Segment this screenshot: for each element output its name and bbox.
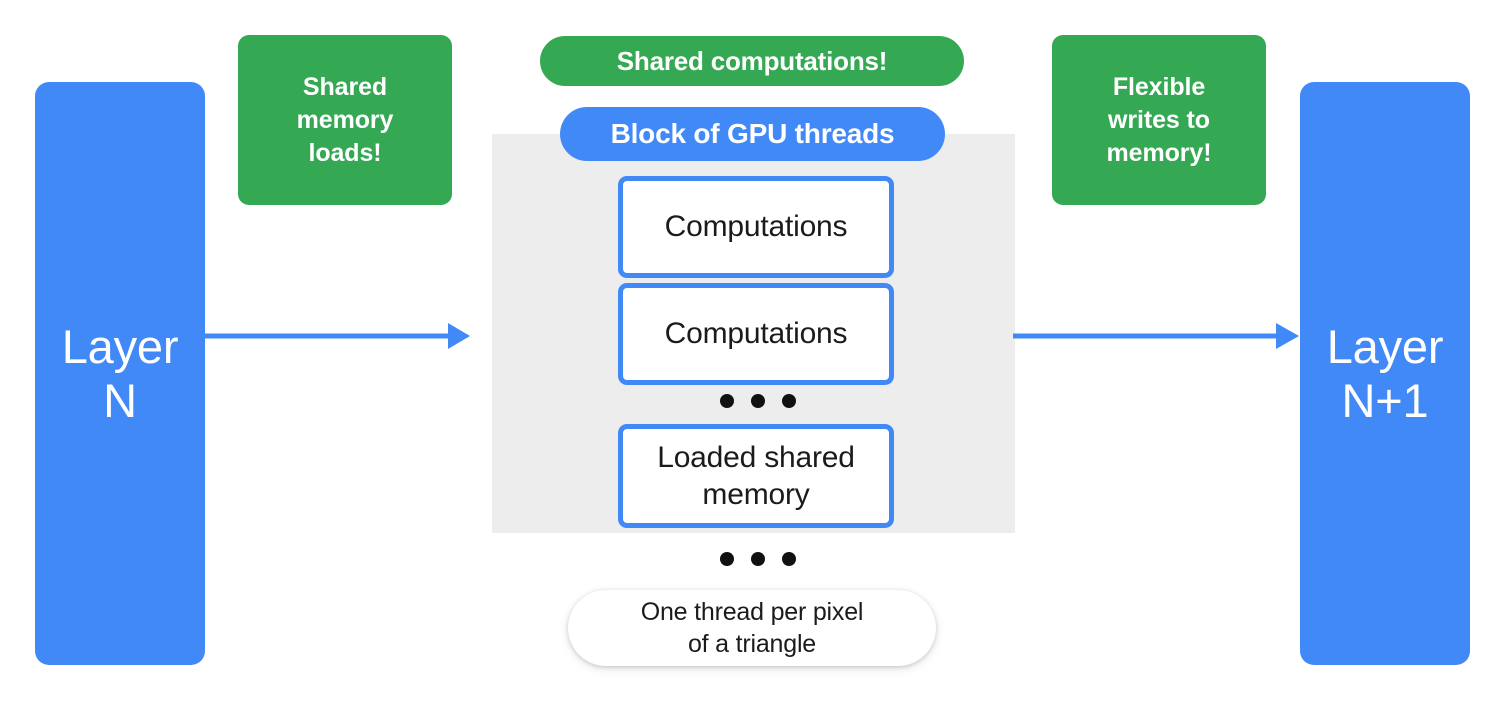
layer-n-block: Layer N: [35, 82, 205, 665]
ellipsis-dot: [720, 394, 734, 408]
thread-box-loaded-shared-memory: Loaded shared memory: [618, 424, 894, 528]
layer-n-plus-1-block: Layer N+1: [1300, 82, 1470, 665]
arrow-layer-n-to-block-icon: [205, 323, 470, 349]
ellipsis-dot: [720, 552, 734, 566]
thread-box-computations-1: Computations: [618, 176, 894, 278]
ellipsis-outer-icon: [720, 552, 796, 566]
callout-shared-memory-loads: Shared memory loads!: [238, 35, 452, 205]
ellipsis-inner-icon: [720, 394, 796, 408]
pill-shared-computations: Shared computations!: [540, 36, 964, 86]
ellipsis-dot: [751, 552, 765, 566]
note-one-thread-per-pixel: One thread per pixel of a triangle: [568, 590, 936, 666]
pill-block-of-gpu-threads: Block of GPU threads: [560, 107, 945, 161]
ellipsis-dot: [782, 394, 796, 408]
callout-flexible-writes-to-memory: Flexible writes to memory!: [1052, 35, 1266, 205]
thread-box-computations-2: Computations: [618, 283, 894, 385]
arrow-block-to-layer-n1-icon: [1013, 323, 1299, 349]
ellipsis-dot: [782, 552, 796, 566]
ellipsis-dot: [751, 394, 765, 408]
